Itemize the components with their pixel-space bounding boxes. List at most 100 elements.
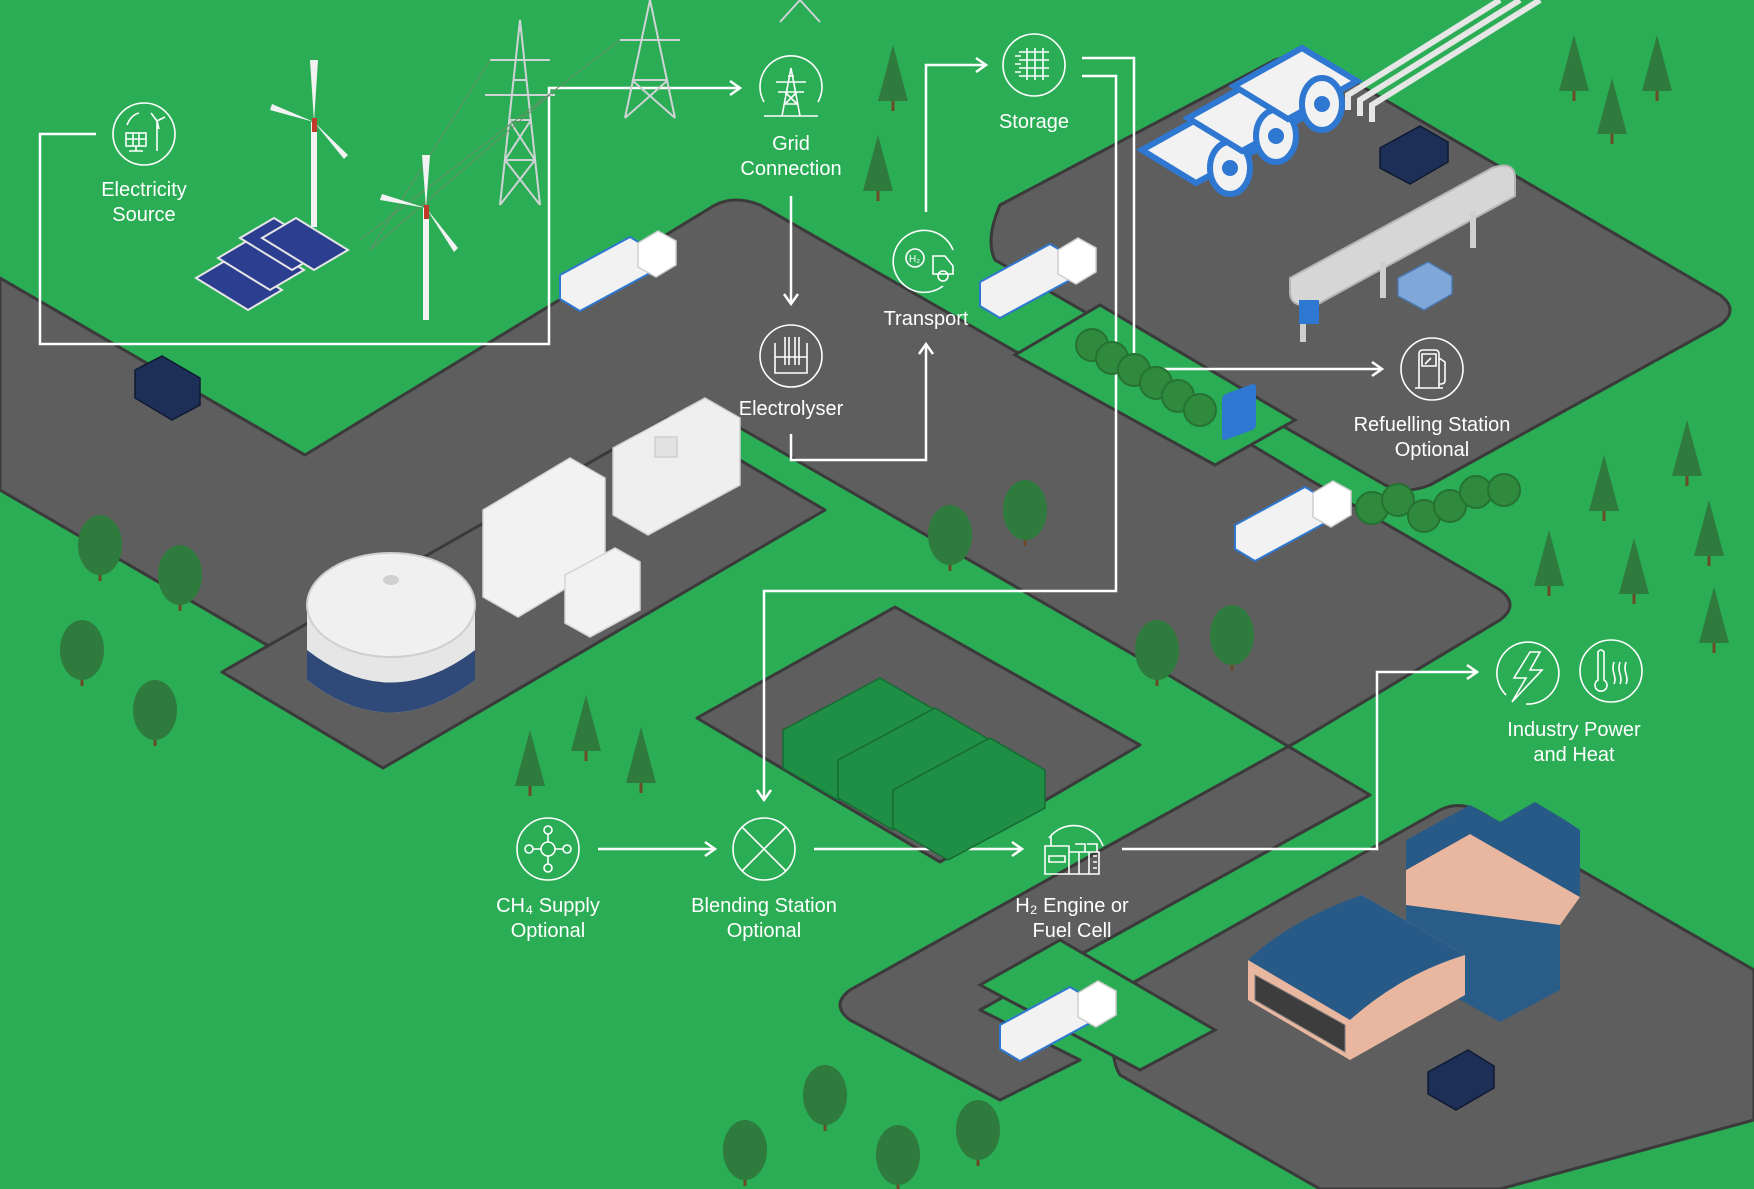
pine-tree xyxy=(1672,420,1702,486)
round-tree xyxy=(158,545,202,611)
pine-tree xyxy=(1597,78,1627,144)
arrowhead-refuelling xyxy=(1371,360,1385,378)
label-line: Fuel Cell xyxy=(1032,920,1112,942)
label-line: Source xyxy=(112,204,176,226)
flow-lines xyxy=(38,56,1475,851)
label-line: H₂ Engine or xyxy=(1015,895,1129,917)
label-line: Storage xyxy=(998,111,1070,133)
pine-tree xyxy=(1642,35,1672,101)
tanker-truck xyxy=(999,980,1117,1063)
pine-tree xyxy=(515,730,545,796)
label-line: and Heat xyxy=(1533,744,1615,766)
pine-tree xyxy=(1559,35,1589,101)
generator-unit xyxy=(892,737,1046,861)
node-refuelling-station: Refuelling Station Optional xyxy=(1354,413,1511,463)
solar-panel xyxy=(194,256,284,312)
label-line: Connection xyxy=(740,158,842,180)
round-tree xyxy=(1135,620,1179,686)
flow-electrolyser-to-transport xyxy=(789,346,928,462)
node-grid-connection: Grid Connection xyxy=(740,132,841,182)
h2-billboard xyxy=(1222,384,1256,441)
label-line: Industry Power xyxy=(1507,719,1641,741)
van xyxy=(1379,125,1449,185)
hydrogen-storage-tanks xyxy=(1136,44,1364,197)
pylon xyxy=(620,0,680,119)
arrowhead-engine xyxy=(1011,840,1025,858)
wind-turbines xyxy=(270,60,458,320)
blending-valve-icon xyxy=(731,816,797,882)
arrowhead-blending xyxy=(704,840,718,858)
lightning-icon xyxy=(1496,640,1562,706)
tanker-trucks xyxy=(559,230,1352,1063)
label-line: Electrolyser xyxy=(738,398,844,420)
node-h2-engine: H₂ Engine or Fuel Cell xyxy=(1015,894,1128,944)
solar-panel xyxy=(216,236,306,292)
pine-tree xyxy=(878,45,908,111)
arrowhead-grid xyxy=(729,79,743,97)
h2-generators xyxy=(782,677,1046,861)
canopy-roof xyxy=(1289,164,1516,307)
node-ch4-supply: CH₄ Supply Optional xyxy=(496,894,600,944)
pine-tree xyxy=(1699,587,1729,653)
bush xyxy=(1433,489,1467,523)
h2-sign xyxy=(1299,300,1319,324)
round-tree xyxy=(1210,605,1254,671)
pylon xyxy=(485,19,555,206)
label-line: Grid xyxy=(772,133,810,155)
label-line: Transport xyxy=(883,308,969,330)
solar-wind-icon xyxy=(111,101,177,167)
fuel-pump-icon xyxy=(1399,336,1465,402)
label-line: Optional xyxy=(510,920,586,942)
refuelling-station-canopy xyxy=(1289,164,1516,342)
label-line: Refuelling Station xyxy=(1353,414,1511,436)
label-line: Optional xyxy=(1394,439,1470,461)
label-line: Blending Station xyxy=(691,895,837,917)
power-line xyxy=(359,39,621,251)
node-electricity-source: Electricity Source xyxy=(101,178,187,228)
industrial-buildings xyxy=(1248,802,1580,1060)
tanker-truck xyxy=(979,237,1097,320)
pine-tree xyxy=(626,727,656,793)
wind-turbine xyxy=(380,155,458,320)
round-tree xyxy=(60,620,104,686)
tanker-truck xyxy=(1234,480,1352,563)
pine-tree xyxy=(1694,500,1724,566)
round-tree xyxy=(723,1120,767,1186)
engine-fuel-cell-icon xyxy=(1039,816,1105,882)
flow-storage-to-refuelling xyxy=(1082,56,1380,371)
arrowhead-blending-down xyxy=(755,789,773,803)
pine-tree xyxy=(1589,455,1619,521)
label-line: Electricity xyxy=(101,179,187,201)
flow-storage-to-blending xyxy=(762,74,1118,798)
methane-molecule-icon xyxy=(515,816,581,882)
vans xyxy=(134,125,1495,1111)
round-tree xyxy=(928,505,972,571)
flow-arrowheads xyxy=(704,56,1480,858)
label-line: CH₄ Supply xyxy=(496,895,600,917)
node-transport: Transport xyxy=(884,307,969,332)
bush xyxy=(1487,473,1521,507)
storage-silo xyxy=(306,552,476,713)
tanker-truck xyxy=(559,230,677,313)
h2-tank xyxy=(1228,44,1364,133)
electrolyser-icon xyxy=(758,323,824,389)
hangar xyxy=(1248,895,1465,1060)
arrowhead-electrolyser xyxy=(782,293,800,307)
pylon xyxy=(779,0,821,23)
solar-array xyxy=(194,216,350,312)
compressor-container xyxy=(612,397,741,536)
h2-vehicle-icon: H₂ xyxy=(892,228,959,294)
bush xyxy=(1381,483,1415,517)
pipelines xyxy=(1345,0,1542,122)
power-pylon-icon xyxy=(758,54,824,122)
pine-tree xyxy=(863,135,893,201)
pine-tree xyxy=(1619,538,1649,604)
round-tree xyxy=(133,680,177,746)
van xyxy=(134,355,201,421)
pine-tree xyxy=(1534,530,1564,596)
node-electrolyser: Electrolyser xyxy=(739,397,843,422)
van xyxy=(1427,1049,1495,1111)
trees xyxy=(60,35,1729,1189)
